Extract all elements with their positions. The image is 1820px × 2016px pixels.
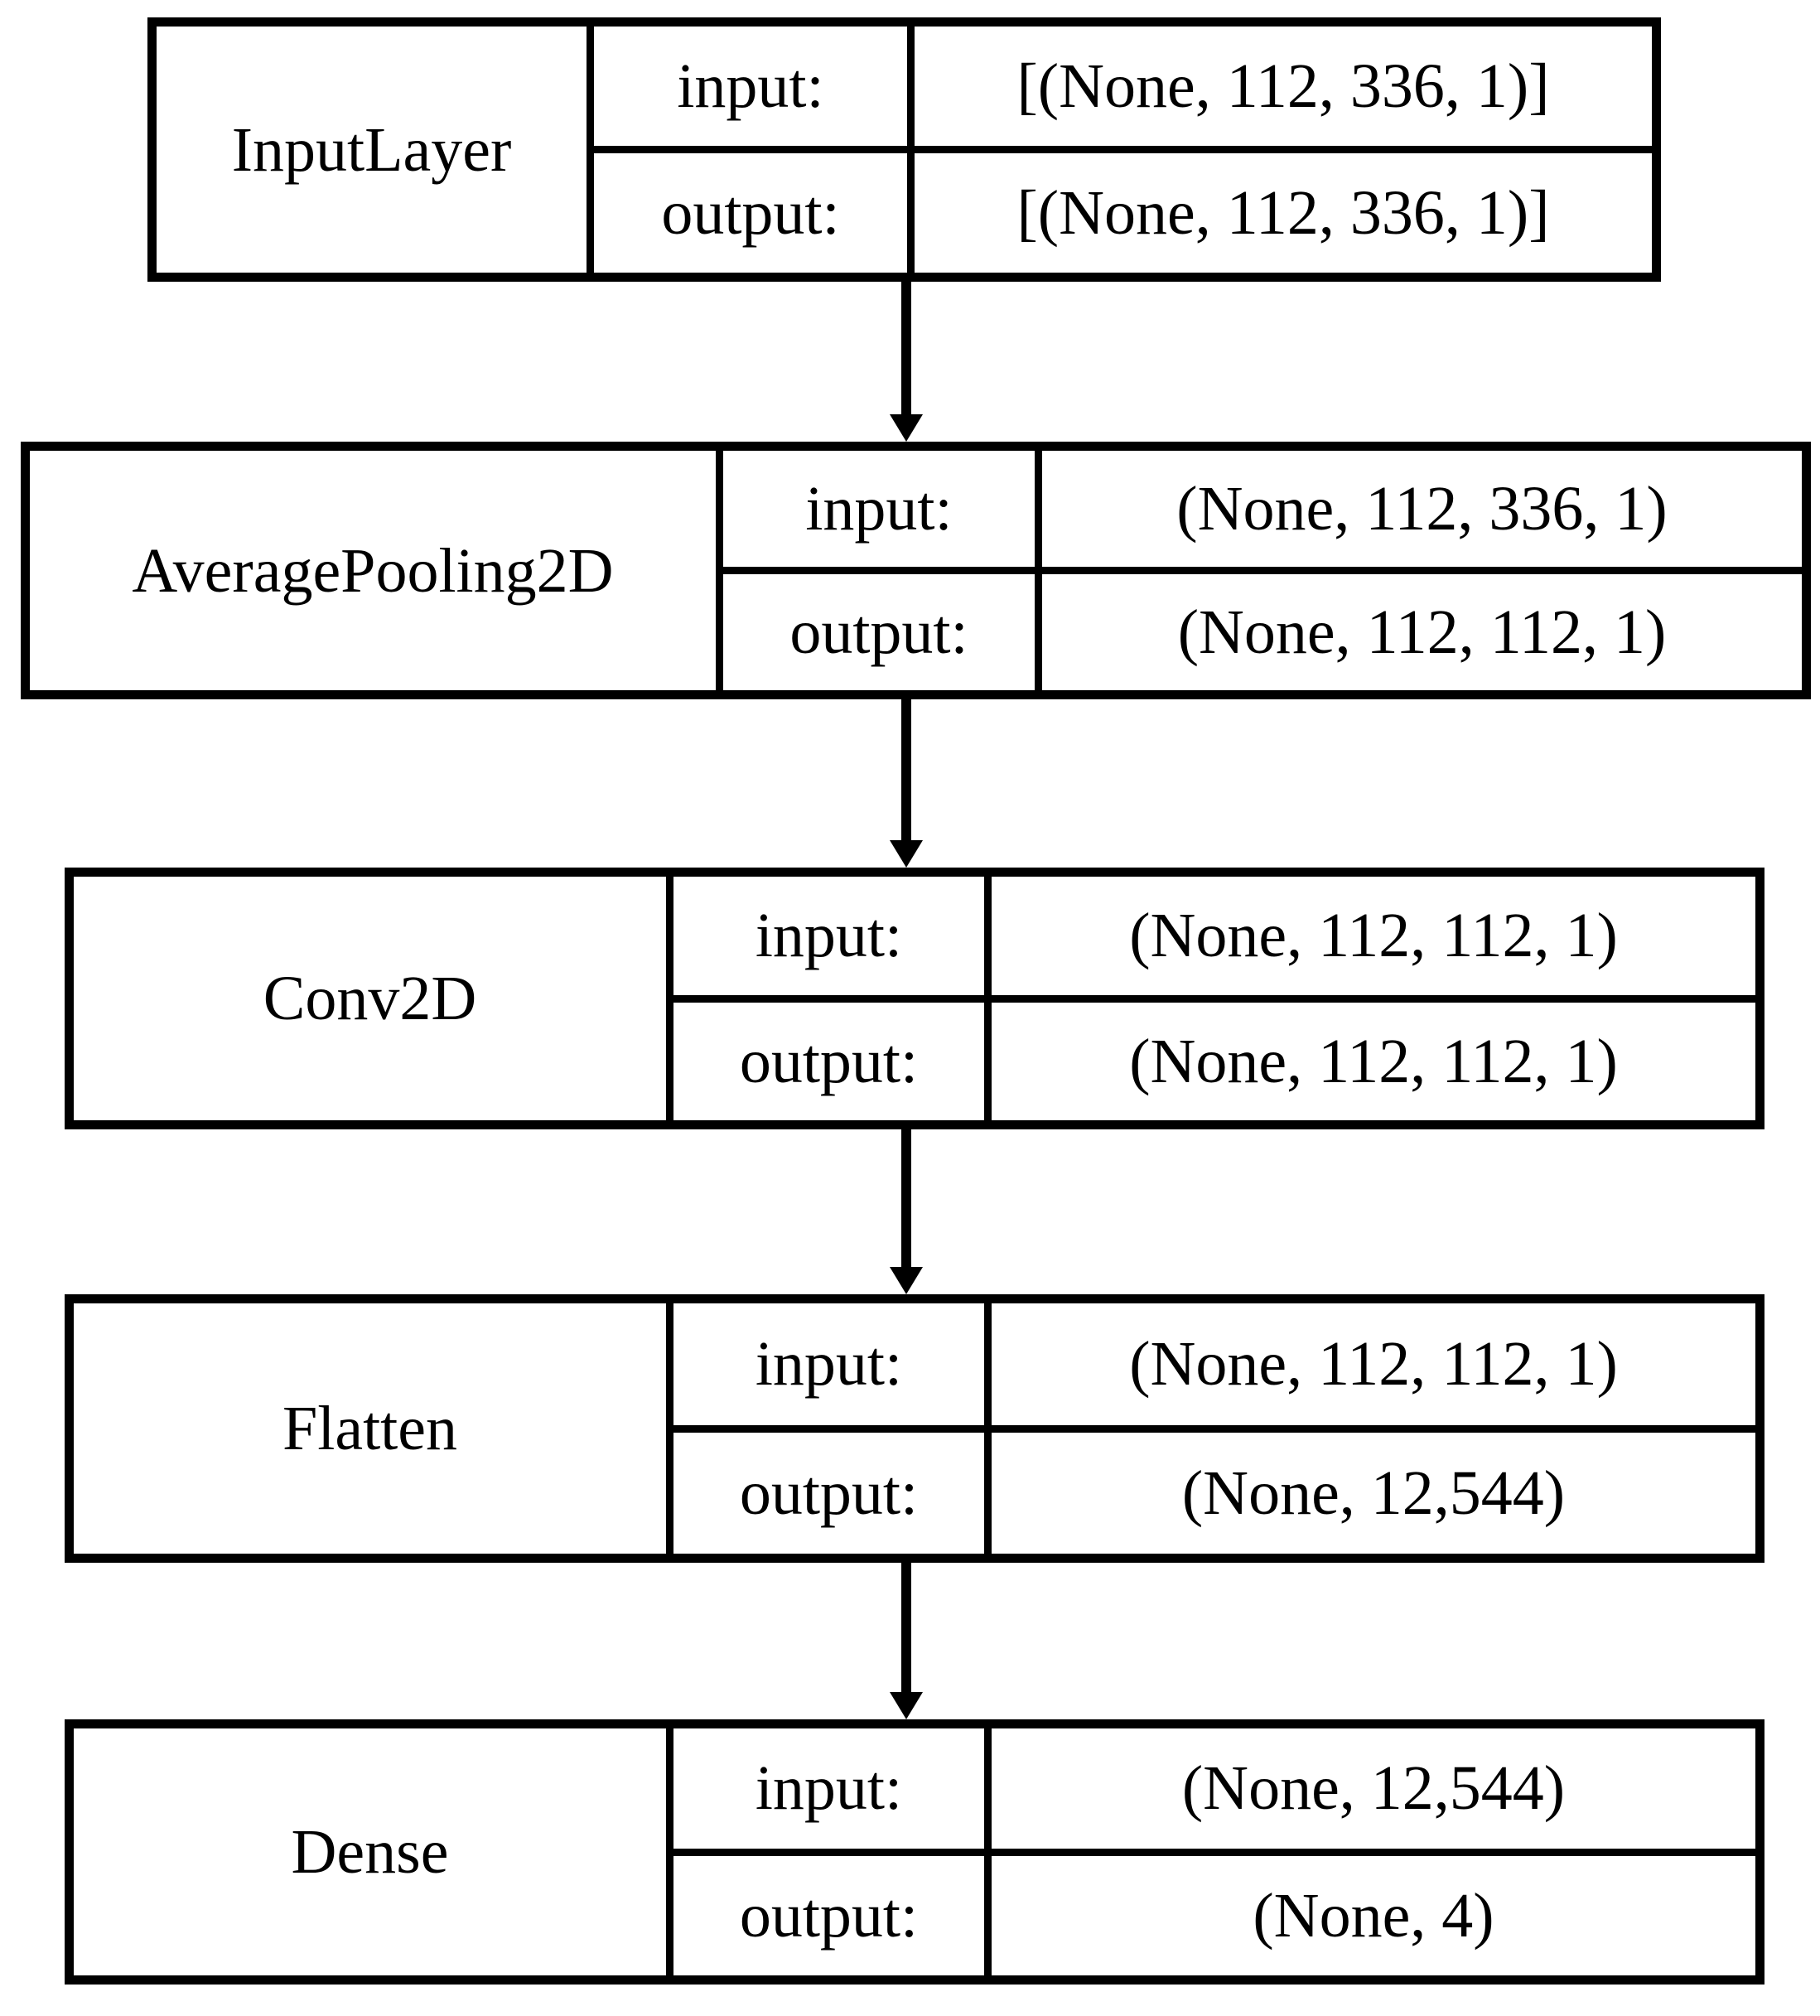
layer-box-dense: Dense input: (None, 12,544) output: (Non… <box>65 1719 1764 1985</box>
input-shape: (None, 112, 112, 1) <box>992 1303 1755 1425</box>
input-label: input: <box>673 1303 984 1425</box>
input-shape: (None, 112, 112, 1) <box>992 877 1755 995</box>
input-label: input: <box>594 27 907 146</box>
output-shape: (None, 112, 112, 1) <box>992 1002 1755 1120</box>
input-label: input: <box>673 1728 984 1849</box>
output-shape: (None, 112, 112, 1) <box>1042 574 1802 690</box>
output-label: output: <box>673 1432 984 1554</box>
output-label: output: <box>594 153 907 273</box>
layer-box-flatten: Flatten input: (None, 112, 112, 1) outpu… <box>65 1294 1764 1563</box>
layer-name: Dense <box>74 1728 666 1975</box>
input-shape: (None, 12,544) <box>992 1728 1755 1849</box>
output-shape: (None, 4) <box>992 1855 1755 1975</box>
input-label: input: <box>723 451 1035 567</box>
layer-name: Flatten <box>74 1303 666 1554</box>
output-shape: [(None, 112, 336, 1)] <box>915 153 1652 273</box>
layer-name: AveragePooling2D <box>30 451 716 690</box>
output-label: output: <box>673 1002 984 1120</box>
input-shape: (None, 112, 336, 1) <box>1042 451 1802 567</box>
layer-box-averagepooling2d: AveragePooling2D input: (None, 112, 336,… <box>21 442 1811 699</box>
input-label: input: <box>673 877 984 995</box>
output-shape: (None, 12,544) <box>992 1432 1755 1554</box>
layer-name: Conv2D <box>74 877 666 1120</box>
layer-box-conv2d: Conv2D input: (None, 112, 112, 1) output… <box>65 868 1764 1129</box>
layer-box-inputlayer: InputLayer input: [(None, 112, 336, 1)] … <box>147 17 1661 282</box>
output-label: output: <box>673 1855 984 1975</box>
layer-name: InputLayer <box>157 27 587 273</box>
input-shape: [(None, 112, 336, 1)] <box>915 27 1652 146</box>
output-label: output: <box>723 574 1035 690</box>
